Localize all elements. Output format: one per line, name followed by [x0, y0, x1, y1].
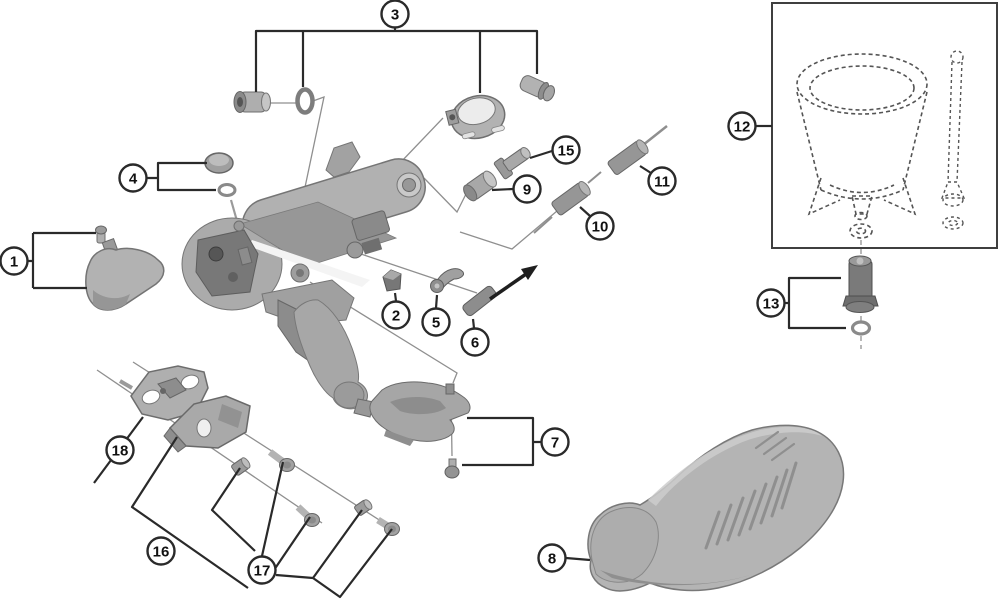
- hood-grip-ribs: [704, 461, 798, 550]
- clamp-bracket-part: [163, 395, 251, 453]
- callout-circle: [421, 307, 451, 337]
- callout-number: 16: [153, 544, 170, 561]
- callout-17: 17: [247, 555, 277, 585]
- callout-circle: [647, 166, 677, 196]
- callout-10: 10: [585, 211, 615, 241]
- callout-circle: [118, 163, 148, 193]
- callout-circle: [585, 211, 615, 241]
- callout-number: 1: [10, 254, 18, 271]
- callout-5: 5: [421, 307, 451, 337]
- callout-circle: [381, 300, 411, 330]
- callout-13: 13: [756, 288, 786, 318]
- callout-circle: [380, 0, 410, 29]
- callout-15: 15: [551, 135, 581, 165]
- shifter-body: [181, 141, 426, 410]
- bottom-cover-part: [353, 381, 471, 479]
- callout-4: 4: [118, 163, 148, 193]
- callout-circle: [756, 288, 786, 318]
- callout-16: 16: [146, 536, 176, 566]
- callout-circle: [247, 555, 277, 585]
- lever-paddle-part: [85, 225, 165, 311]
- callout-circle: [105, 435, 135, 465]
- callout-circle: [540, 427, 570, 457]
- mount-plate-part: [118, 365, 209, 421]
- bushing-part: [463, 170, 497, 202]
- callout-number: 10: [592, 219, 609, 236]
- callout-brackets: [28, 27, 846, 599]
- hood-top-lines: [754, 430, 796, 462]
- funnel-plunger-outline: [940, 50, 966, 230]
- callout-number: 9: [523, 182, 531, 199]
- rubber-hood-part: [587, 424, 845, 592]
- callout-1: 1: [0, 246, 29, 276]
- callout-number: 3: [391, 7, 399, 24]
- callout-7: 7: [540, 427, 570, 457]
- callout-9: 9: [512, 174, 542, 204]
- callout-number: 4: [129, 171, 138, 188]
- callout-8: 8: [537, 543, 567, 573]
- small-block-part: [382, 269, 402, 292]
- callout-18: 18: [105, 435, 135, 465]
- callout-11: 11: [647, 166, 677, 196]
- cable-cylinder-part: [551, 181, 591, 216]
- bleed-nipple-part: [493, 147, 531, 180]
- callout-number: 2: [392, 308, 400, 325]
- hook-lever-part: [430, 268, 464, 293]
- callout-number: 17: [254, 563, 271, 580]
- callout-circle: [460, 327, 490, 357]
- callout-number: 5: [432, 315, 440, 332]
- callout-circle: [512, 174, 542, 204]
- callout-circle: [0, 246, 29, 276]
- callout-3: 3: [380, 0, 410, 29]
- bleed-funnel-outline: [796, 53, 928, 239]
- bleed-funnel-box: [771, 2, 998, 349]
- callout-number: 12: [734, 119, 751, 136]
- clamp-band-group: [233, 75, 555, 140]
- callout-circle: [727, 111, 757, 141]
- cable-cylinder-rod-part: [607, 139, 649, 175]
- callout-number: 6: [471, 335, 479, 352]
- callout-number: 15: [558, 143, 575, 160]
- callout-number: 18: [112, 443, 129, 460]
- callout-12: 12: [727, 111, 757, 141]
- direction-arrow-icon: [521, 265, 538, 280]
- callout-number: 7: [551, 435, 559, 452]
- callout-number: 8: [548, 551, 556, 568]
- cap-o-ring-part: [204, 152, 237, 197]
- callout-number: 13: [763, 296, 780, 313]
- callout-circle: [537, 543, 567, 573]
- callout-6: 6: [460, 327, 490, 357]
- leader-lines: [96, 95, 668, 533]
- callout-circle: [551, 135, 581, 165]
- callout-number: 11: [654, 174, 670, 191]
- fixing-bolts-part: [231, 449, 400, 536]
- plug-part: [842, 255, 879, 336]
- callout-circle: [146, 536, 176, 566]
- flat-blade-part: [462, 265, 538, 317]
- callout-2: 2: [381, 300, 411, 330]
